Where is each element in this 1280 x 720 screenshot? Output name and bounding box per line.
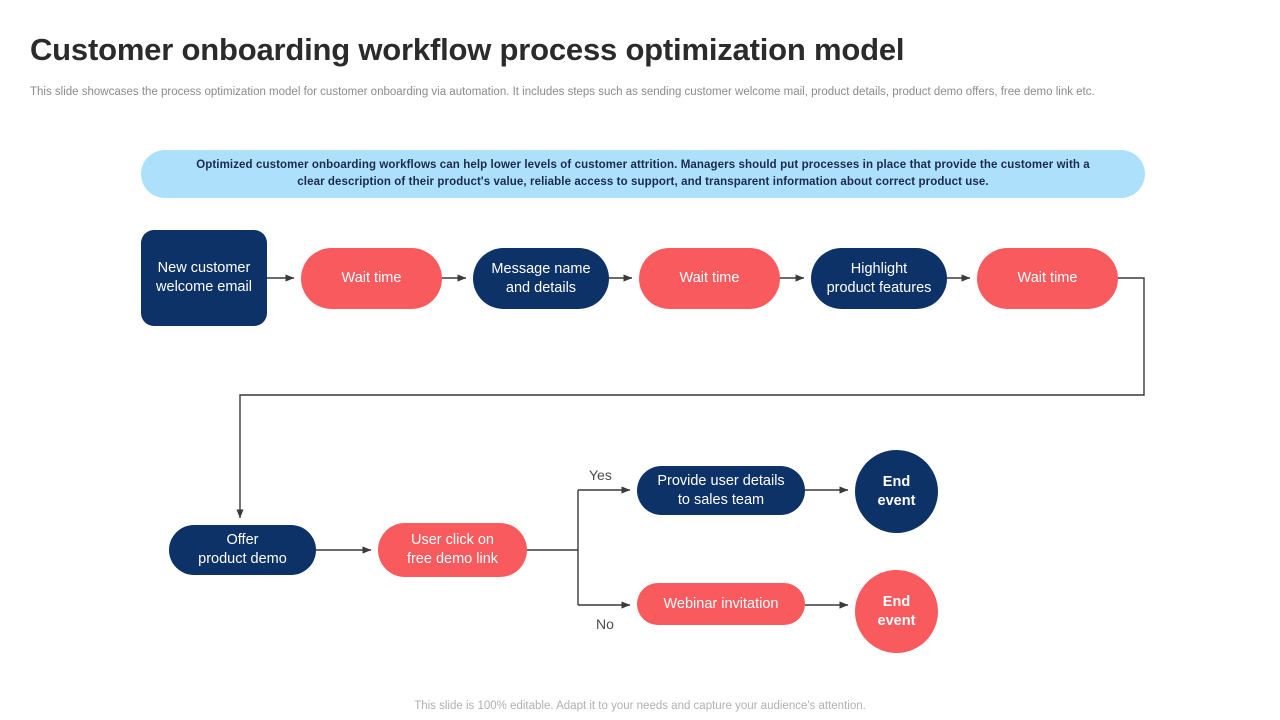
node-highlight-product-features[interactable]: Highlight product features <box>811 248 947 309</box>
slide-footer: This slide is 100% editable. Adapt it to… <box>414 700 866 712</box>
node-webinar-invitation[interactable]: Webinar invitation <box>637 583 805 625</box>
page-title: Customer onboarding workflow process opt… <box>30 32 905 67</box>
node-provide-user-details[interactable]: Provide user details to sales team <box>637 466 805 515</box>
node-user-click-on-free-demo-link[interactable]: User click on free demo link <box>378 523 527 577</box>
node-end-event-no[interactable]: End event <box>855 570 938 653</box>
node-message-name-and-details[interactable]: Message name and details <box>473 248 609 309</box>
node-label: Wait time <box>679 270 740 286</box>
callout-banner-text: Optimized customer onboarding workflows … <box>196 159 1090 188</box>
node-label: Highlight product features <box>826 260 932 296</box>
node-wait-time-3[interactable]: Wait time <box>977 248 1118 309</box>
node-label: End event <box>877 473 916 509</box>
node-label: Offer product demo <box>198 532 287 567</box>
node-label: Provide user details to sales team <box>657 472 785 508</box>
node-offer-product-demo[interactable]: Offer product demo <box>169 525 316 575</box>
node-new-customer-welcome-email[interactable]: New customer welcome email <box>141 230 267 326</box>
node-label: End event <box>877 593 916 629</box>
page-subtitle: This slide showcases the process optimiz… <box>30 86 1095 98</box>
node-label: User click on free demo link <box>406 532 499 567</box>
node-label: Wait time <box>1017 270 1078 286</box>
node-end-event-yes[interactable]: End event <box>855 450 938 533</box>
callout-banner: Optimized customer onboarding workflows … <box>141 150 1145 198</box>
node-label: Wait time <box>341 270 402 286</box>
branch-label-no: No <box>596 616 614 632</box>
node-label: Webinar invitation <box>663 595 779 612</box>
node-label: Message name and details <box>491 260 591 296</box>
branch-label-yes: Yes <box>589 467 612 483</box>
node-label: New customer welcome email <box>156 260 252 295</box>
node-wait-time-1[interactable]: Wait time <box>301 248 442 309</box>
node-wait-time-2[interactable]: Wait time <box>639 248 780 309</box>
